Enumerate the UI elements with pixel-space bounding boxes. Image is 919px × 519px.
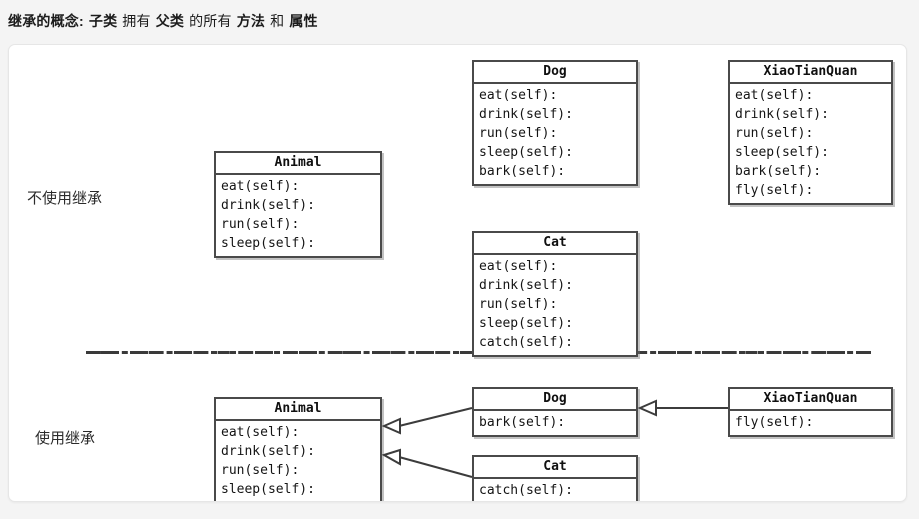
uml-member: sleep(self): (221, 482, 315, 497)
uml-member: eat(self): (479, 259, 558, 274)
uml-box-cat[interactable]: Cat eat(self): drink(self): run(self): s… (472, 231, 638, 357)
uml-member: sleep(self): (479, 145, 573, 160)
page-title-seg-5: 和 (270, 13, 285, 29)
page-title-lead: 继承的概念: (8, 13, 84, 29)
page-title-seg-6: 属性 (289, 13, 318, 29)
uml-member: run(self): (479, 297, 558, 312)
uml-member: bark(self): (479, 415, 566, 430)
uml-box-dog-inherit[interactable]: Dog bark(self): (472, 387, 638, 437)
uml-box-xiaotianquan-inherit[interactable]: XiaoTianQuan fly(self): (728, 387, 893, 437)
section-label-use-inheritance: 使用继承 (35, 430, 96, 447)
uml-box-title: XiaoTianQuan (730, 389, 891, 411)
inheritance-arrow-cat-to-animal (381, 448, 473, 478)
uml-box-animal[interactable]: Animal eat(self): drink(self): run(self)… (214, 151, 382, 258)
uml-box-cat-inherit[interactable]: Cat catch(self): (472, 455, 638, 501)
page-title-seg-1: 拥有 (122, 13, 151, 29)
section-label-no-inheritance: 不使用继承 (27, 190, 103, 207)
uml-member: bark(self): (735, 164, 822, 179)
uml-member: sleep(self): (221, 236, 315, 251)
inheritance-arrow-dog-to-animal (381, 407, 473, 435)
uml-member: catch(self): (479, 335, 573, 350)
page-title-seg-2: 父类 (155, 13, 185, 29)
page-title-seg-4: 方法 (236, 13, 266, 29)
uml-box-members: catch(self): (474, 479, 636, 501)
uml-member: drink(self): (221, 198, 315, 213)
uml-member: eat(self): (221, 179, 300, 194)
uml-member: eat(self): (221, 425, 300, 440)
uml-box-title: Dog (474, 62, 636, 84)
page-title-seg-0: 子类 (88, 13, 118, 29)
uml-member: catch(self): (479, 483, 573, 498)
uml-member: sleep(self): (479, 316, 573, 331)
uml-box-members: eat(self): drink(self): run(self): sleep… (216, 421, 380, 501)
uml-member: bark(self): (479, 164, 566, 179)
uml-box-members: eat(self): drink(self): run(self): sleep… (474, 255, 636, 355)
uml-box-title: Cat (474, 233, 636, 255)
uml-member: sleep(self): (735, 145, 829, 160)
uml-member: run(self): (221, 217, 300, 232)
uml-box-dog[interactable]: Dog eat(self): drink(self): run(self): s… (472, 60, 638, 186)
page-title: 继承的概念: 子类 拥有 父类 的所有 方法 和 属性 (8, 8, 908, 34)
uml-box-animal-inherit[interactable]: Animal eat(self): drink(self): run(self)… (214, 397, 382, 501)
diagram-canvas: 不使用继承 使用继承 Animal eat(self): drink(self)… (8, 44, 907, 502)
uml-box-title: Cat (474, 457, 636, 479)
uml-member: eat(self): (479, 88, 558, 103)
uml-member: drink(self): (479, 107, 573, 122)
uml-box-title: XiaoTianQuan (730, 62, 891, 84)
uml-box-members: eat(self): drink(self): run(self): sleep… (474, 84, 636, 184)
uml-box-members: eat(self): drink(self): run(self): sleep… (216, 175, 380, 256)
uml-box-title: Animal (216, 153, 380, 175)
uml-box-xiaotianquan[interactable]: XiaoTianQuan eat(self): drink(self): run… (728, 60, 893, 205)
uml-member: drink(self): (221, 444, 315, 459)
uml-box-members: bark(self): (474, 411, 636, 435)
uml-member: run(self): (221, 463, 300, 478)
uml-box-members: eat(self): drink(self): run(self): sleep… (730, 84, 891, 203)
uml-member: eat(self): (735, 88, 814, 103)
page-title-seg-3: 的所有 (189, 13, 232, 29)
inheritance-arrow-xiaotianquan-to-dog (637, 399, 728, 417)
uml-member: drink(self): (479, 278, 573, 293)
uml-member: fly(self): (735, 415, 814, 430)
uml-member: run(self): (479, 126, 558, 141)
uml-box-members: fly(self): (730, 411, 891, 435)
uml-box-title: Animal (216, 399, 380, 421)
uml-member: fly(self): (735, 183, 814, 198)
uml-box-title: Dog (474, 389, 636, 411)
uml-member: drink(self): (735, 107, 829, 122)
uml-member: run(self): (735, 126, 814, 141)
